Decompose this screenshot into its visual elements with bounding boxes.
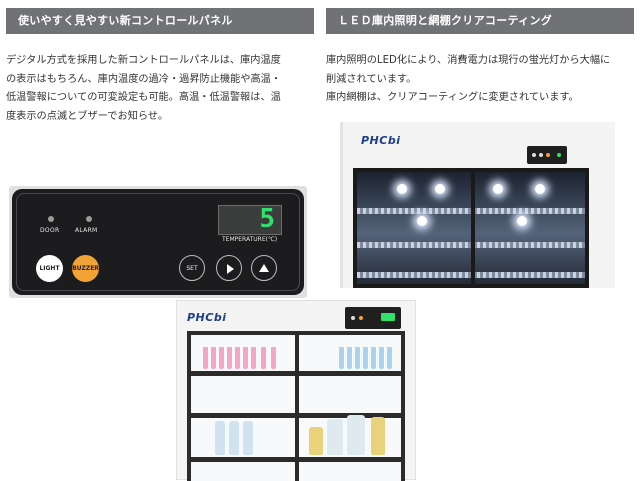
control-panel: DOOR ALARM 5 TEMPERATURE(℃) LIGHT BUZZER…: [12, 189, 304, 295]
alarm-label: ALARM: [75, 227, 98, 234]
description-line: 庫内網棚は、クリアコーティングに変更されています。: [326, 92, 579, 103]
reagent-bottle: [347, 415, 365, 455]
control-panel-bezel: [16, 193, 300, 291]
sample-tube: [235, 347, 240, 369]
led-light: [535, 184, 545, 194]
reagent-bottle: [229, 421, 239, 455]
sample-tube: [347, 347, 352, 369]
led-light: [517, 216, 527, 226]
temperature-value: 5: [259, 204, 275, 234]
section-header-control-panel: 使いやすく見やすい新コントロールパネル: [6, 8, 314, 34]
led-light: [435, 184, 445, 194]
sample-tube: [371, 347, 376, 369]
light-button[interactable]: LIGHT: [36, 255, 63, 282]
fridge-control-panel: [345, 307, 401, 329]
set-button[interactable]: SET: [179, 255, 205, 281]
control-panel-description: デジタル方式を採用した新コントロールパネルは、庫内温度 の表示はもちろん、庫内温…: [6, 52, 306, 126]
buzzer-button[interactable]: BUZZER: [72, 255, 99, 282]
description-line: デジタル方式を採用した新コントロールパネルは、庫内温度: [6, 55, 281, 66]
description-line: 低温警報についての可変設定も可能。高温・低温警報は、温: [6, 92, 281, 103]
sample-tube: [379, 347, 384, 369]
fridge-stocked-image: PHCbi: [176, 300, 416, 481]
led-light: [397, 184, 407, 194]
alarm-indicator-led: [86, 216, 92, 222]
temperature-display: 5: [218, 204, 282, 235]
door-divider: [471, 172, 475, 284]
sample-tube: [243, 347, 248, 369]
play-right-icon: [227, 264, 234, 274]
reagent-bottle: [309, 427, 323, 455]
sample-tube: [261, 347, 266, 369]
sample-tube: [219, 347, 224, 369]
description-line: 庫内照明のLED化により、消費電力は現行の蛍光灯から大幅に: [326, 55, 611, 66]
sample-tube: [271, 347, 276, 369]
fridge-cabinet: [353, 168, 589, 288]
control-panel-image: DOOR ALARM 5 TEMPERATURE(℃) LIGHT BUZZER…: [9, 186, 307, 298]
door-divider: [295, 335, 299, 481]
description-line: の表示はもちろん、庫内温度の過冷・過昇防止機能や高温・: [6, 73, 282, 85]
reagent-bottle: [327, 419, 343, 455]
led-lighting-description: 庫内照明のLED化により、消費電力は現行の蛍光灯から大幅に 削減されています。 …: [326, 52, 636, 108]
section-header-led-lighting: ＬＥＤ庫内照明と網棚クリアコーティング: [326, 8, 634, 34]
reagent-bottle: [371, 417, 385, 455]
fridge-cabinet: [187, 331, 405, 481]
sample-tube: [251, 347, 256, 369]
sample-tube: [211, 347, 216, 369]
sample-tube: [203, 347, 208, 369]
door-label: DOOR: [40, 227, 60, 234]
brand-logo: PHCbi: [361, 134, 401, 147]
shift-button[interactable]: [216, 255, 242, 281]
door-indicator-led: [48, 216, 54, 222]
temperature-label: TEMPERATURE(℃): [222, 236, 278, 243]
description-line: 削減されています。: [326, 73, 417, 85]
led-light: [417, 216, 427, 226]
sample-tube: [363, 347, 368, 369]
brand-logo: PHCbi: [187, 311, 227, 324]
sample-tube: [355, 347, 360, 369]
up-arrow-icon: [259, 264, 269, 272]
sample-tube: [387, 347, 392, 369]
fridge-led-interior-image: PHCbi: [340, 122, 615, 288]
sample-tube: [339, 347, 344, 369]
led-light: [493, 184, 503, 194]
reagent-bottle: [215, 421, 225, 455]
description-line: 度表示の点滅とブザーでお知らせ。: [6, 110, 169, 122]
fridge-control-panel: [527, 146, 567, 164]
up-button[interactable]: [251, 255, 277, 281]
reagent-bottle: [243, 421, 253, 455]
sample-tube: [227, 347, 232, 369]
